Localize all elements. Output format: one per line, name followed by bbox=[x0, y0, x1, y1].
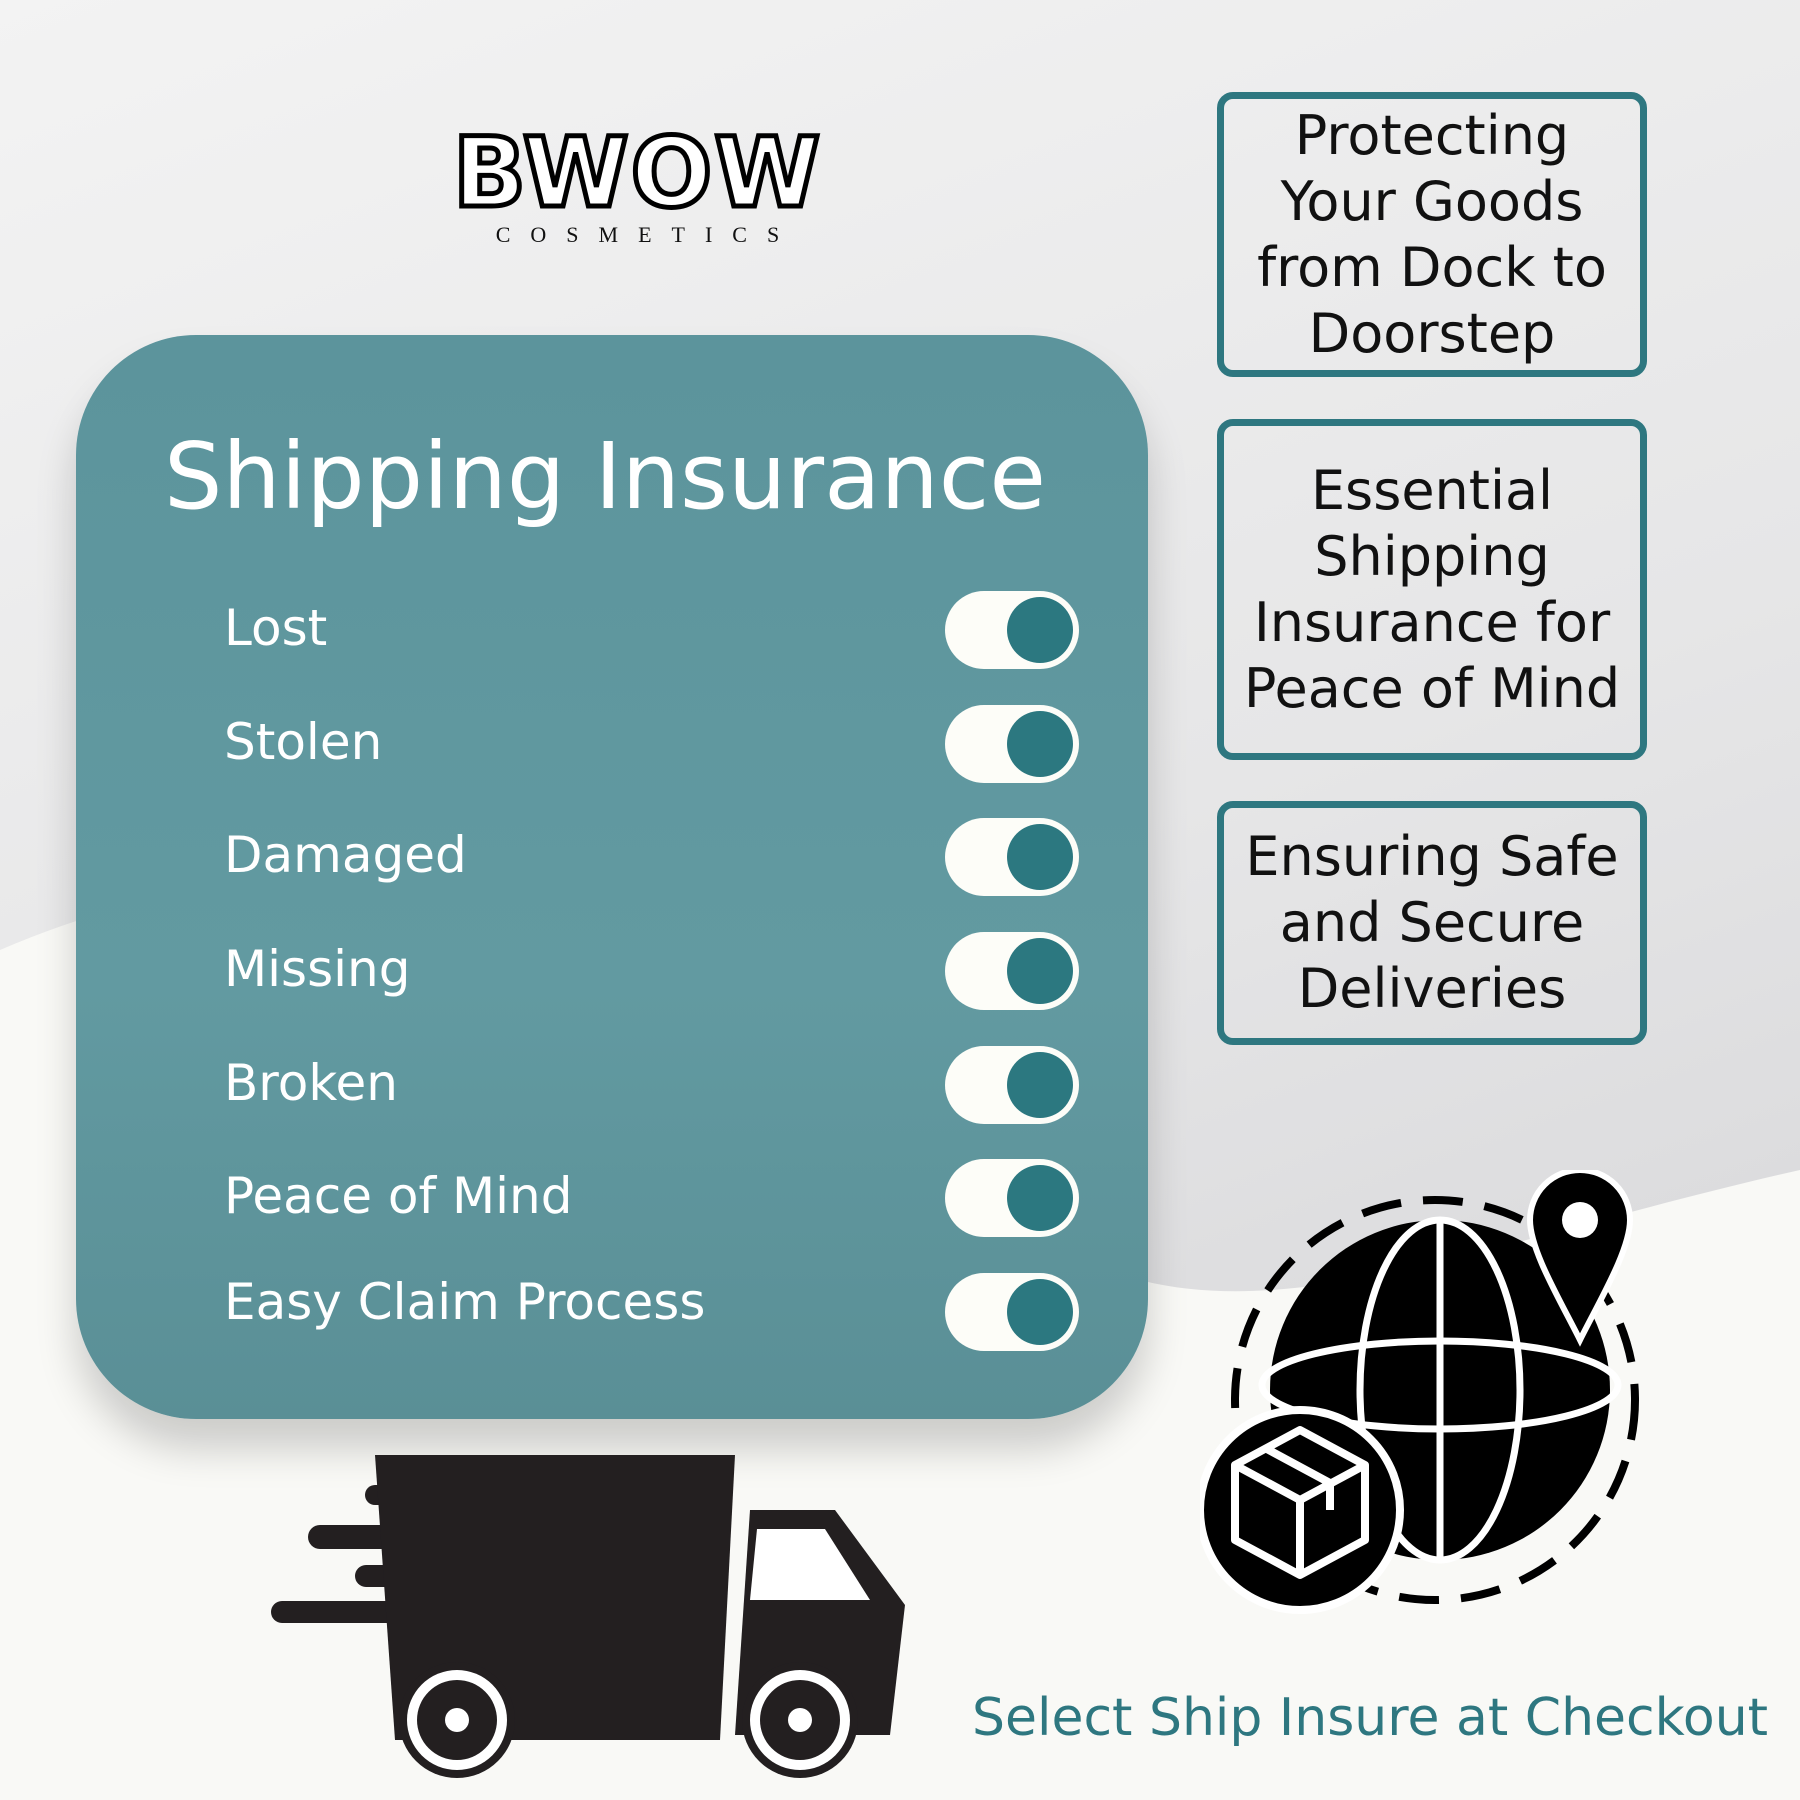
coverage-label: Stolen bbox=[224, 713, 383, 771]
peace-of-mind-toggle[interactable] bbox=[945, 1159, 1079, 1237]
coverage-row-stolen: Stolen bbox=[224, 703, 1084, 783]
coverage-row-damaged: Damaged bbox=[224, 816, 1084, 896]
feature-box: Essential Shipping Insurance for Peace o… bbox=[1217, 419, 1647, 760]
checkout-cta-text: Select Ship Insure at Checkout bbox=[972, 1688, 1769, 1748]
logo-subtitle: COSMETICS bbox=[495, 222, 800, 247]
stolen-toggle[interactable] bbox=[945, 705, 1079, 783]
coverage-row-easy-claim: Easy Claim Process bbox=[224, 1271, 1084, 1351]
card-title: Shipping Insurance bbox=[164, 423, 1046, 530]
lost-toggle[interactable] bbox=[945, 591, 1079, 669]
feature-box: Ensuring Safe and Secure Deliveries bbox=[1217, 801, 1647, 1045]
damaged-toggle[interactable] bbox=[945, 818, 1079, 896]
toggle-knob bbox=[1007, 1279, 1073, 1345]
feature-box: Protecting Your Goods from Dock to Doors… bbox=[1217, 92, 1647, 377]
brand-logo: BWOW COSMETICS bbox=[440, 117, 835, 248]
coverage-label: Peace of Mind bbox=[224, 1167, 573, 1225]
toggle-knob bbox=[1007, 1052, 1073, 1118]
toggle-knob bbox=[1007, 597, 1073, 663]
coverage-label: Broken bbox=[224, 1054, 398, 1112]
coverage-row-broken: Broken bbox=[224, 1044, 1084, 1124]
coverage-row-lost: Lost bbox=[224, 589, 1084, 669]
coverage-label: Missing bbox=[224, 940, 411, 998]
missing-toggle[interactable] bbox=[945, 932, 1079, 1010]
shipping-insurance-card: Shipping Insurance Lost Stolen Damaged M… bbox=[76, 335, 1148, 1419]
coverage-label: Damaged bbox=[224, 826, 467, 884]
toggle-knob bbox=[1007, 824, 1073, 890]
coverage-label: Easy Claim Process bbox=[224, 1273, 706, 1331]
broken-toggle[interactable] bbox=[945, 1046, 1079, 1124]
coverage-row-peace-of-mind: Peace of Mind bbox=[224, 1157, 1084, 1237]
toggle-knob bbox=[1007, 711, 1073, 777]
coverage-row-missing: Missing bbox=[224, 930, 1084, 1010]
toggle-knob bbox=[1007, 1165, 1073, 1231]
toggle-knob bbox=[1007, 938, 1073, 1004]
global-shipping-globe-icon bbox=[1200, 1170, 1639, 1614]
coverage-label: Lost bbox=[224, 599, 328, 657]
logo-wordmark: BWOW bbox=[450, 117, 823, 229]
delivery-truck-icon bbox=[271, 1455, 905, 1778]
easy-claim-toggle[interactable] bbox=[945, 1273, 1079, 1351]
